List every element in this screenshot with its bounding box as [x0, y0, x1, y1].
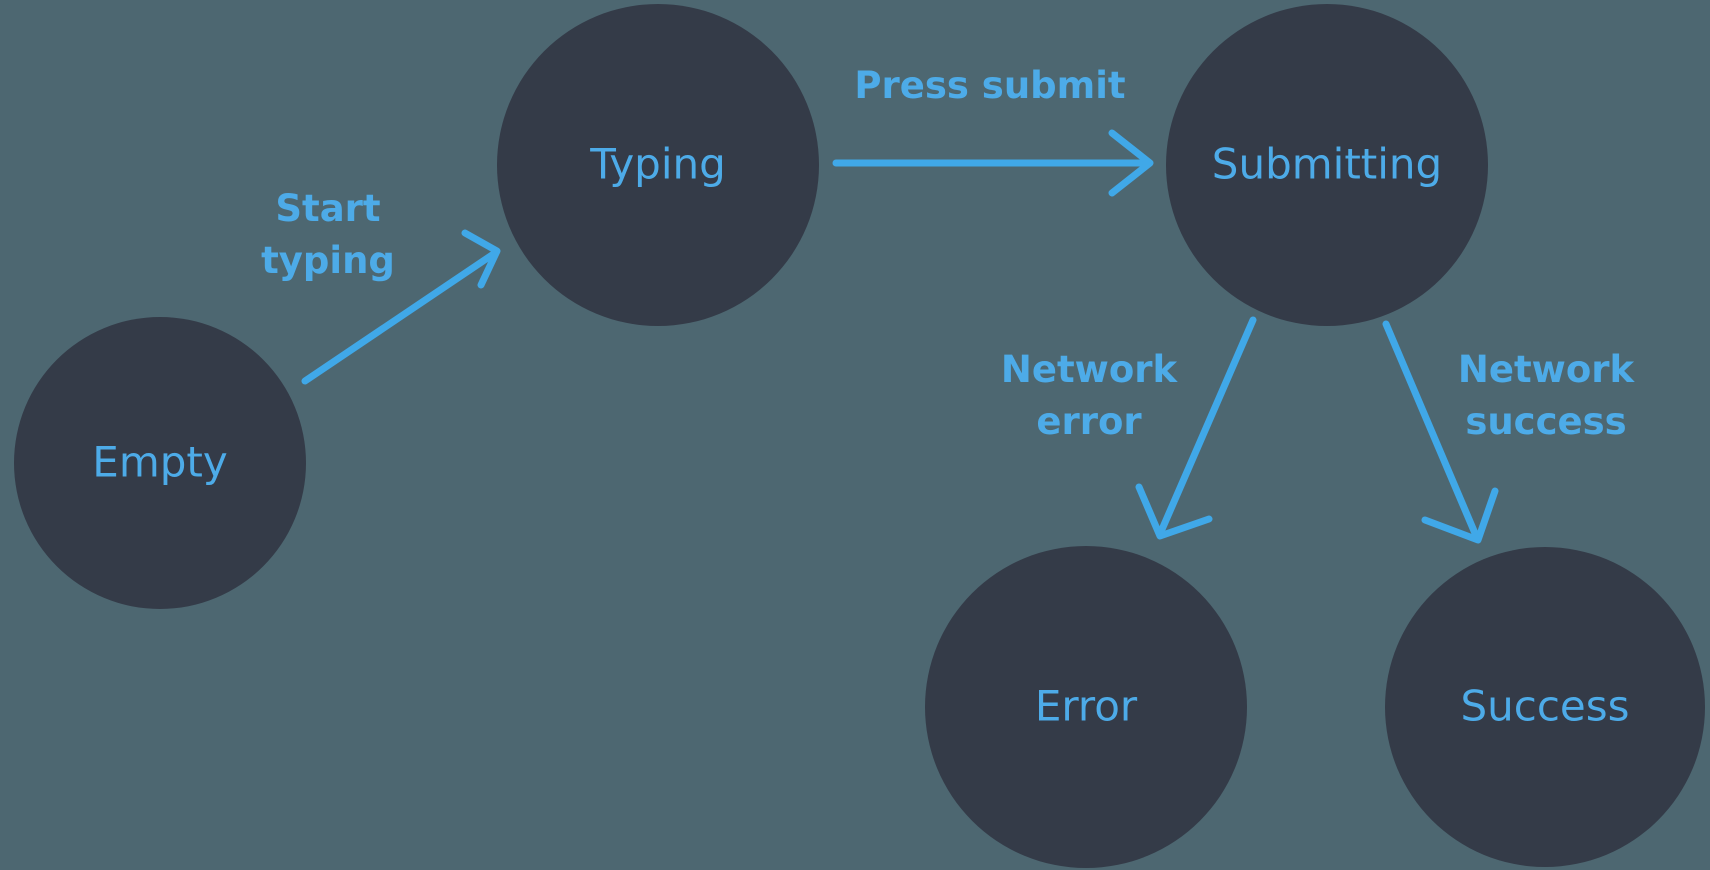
- transition-label-press-submit: Press submit: [854, 64, 1125, 107]
- transition-line-network-error: [1156, 316, 1257, 538]
- state-circle-typing: [497, 4, 819, 326]
- state-node-empty[interactable]: Empty: [14, 317, 306, 609]
- transition-label-line: Network: [1458, 348, 1636, 391]
- transition-arrowhead-press-submit: [1108, 129, 1154, 197]
- transition-label-line: error: [1036, 400, 1142, 443]
- transition-start-typing[interactable]: [301, 229, 501, 385]
- transition-label-line: Start: [275, 187, 380, 230]
- transition-line-network-success: [1382, 320, 1481, 542]
- state-node-submitting[interactable]: Submitting: [1166, 4, 1488, 326]
- state-label-empty: Empty: [92, 438, 227, 487]
- state-label-typing: Typing: [589, 140, 726, 189]
- transition-label-network-error: Network error: [1001, 348, 1179, 443]
- transition-arrowhead-network-error: [1135, 483, 1213, 540]
- state-circle-success: [1385, 547, 1705, 867]
- transitions-layer: [301, 129, 1499, 544]
- transition-label-line: typing: [261, 239, 395, 282]
- state-circle-submitting: [1166, 4, 1488, 326]
- state-node-typing[interactable]: Typing: [497, 4, 819, 326]
- state-label-success: Success: [1460, 682, 1629, 731]
- transition-label-line: Network: [1001, 348, 1179, 391]
- transition-network-error[interactable]: [1135, 316, 1257, 540]
- transition-network-success[interactable]: [1382, 320, 1499, 544]
- state-node-success[interactable]: Success: [1385, 547, 1705, 867]
- states-layer: Empty Typing Submitting Error Success: [14, 4, 1705, 868]
- state-circle-error: [925, 546, 1247, 868]
- transition-labels-layer: Start typing Press submit Network error Ne…: [261, 64, 1635, 443]
- transition-label-start-typing: Start typing: [261, 187, 395, 282]
- transition-arrowhead-start-typing: [461, 229, 501, 289]
- transition-label-line: success: [1465, 400, 1626, 443]
- state-node-error[interactable]: Error: [925, 546, 1247, 868]
- state-circle-empty: [14, 317, 306, 609]
- transition-line-start-typing: [301, 249, 499, 385]
- transition-arrowhead-network-success: [1421, 487, 1499, 544]
- transition-press-submit[interactable]: [832, 129, 1154, 197]
- state-label-error: Error: [1035, 682, 1138, 731]
- transition-label-network-success: Network success: [1458, 348, 1636, 443]
- transition-label-line: Press submit: [854, 64, 1125, 107]
- state-label-submitting: Submitting: [1212, 140, 1442, 189]
